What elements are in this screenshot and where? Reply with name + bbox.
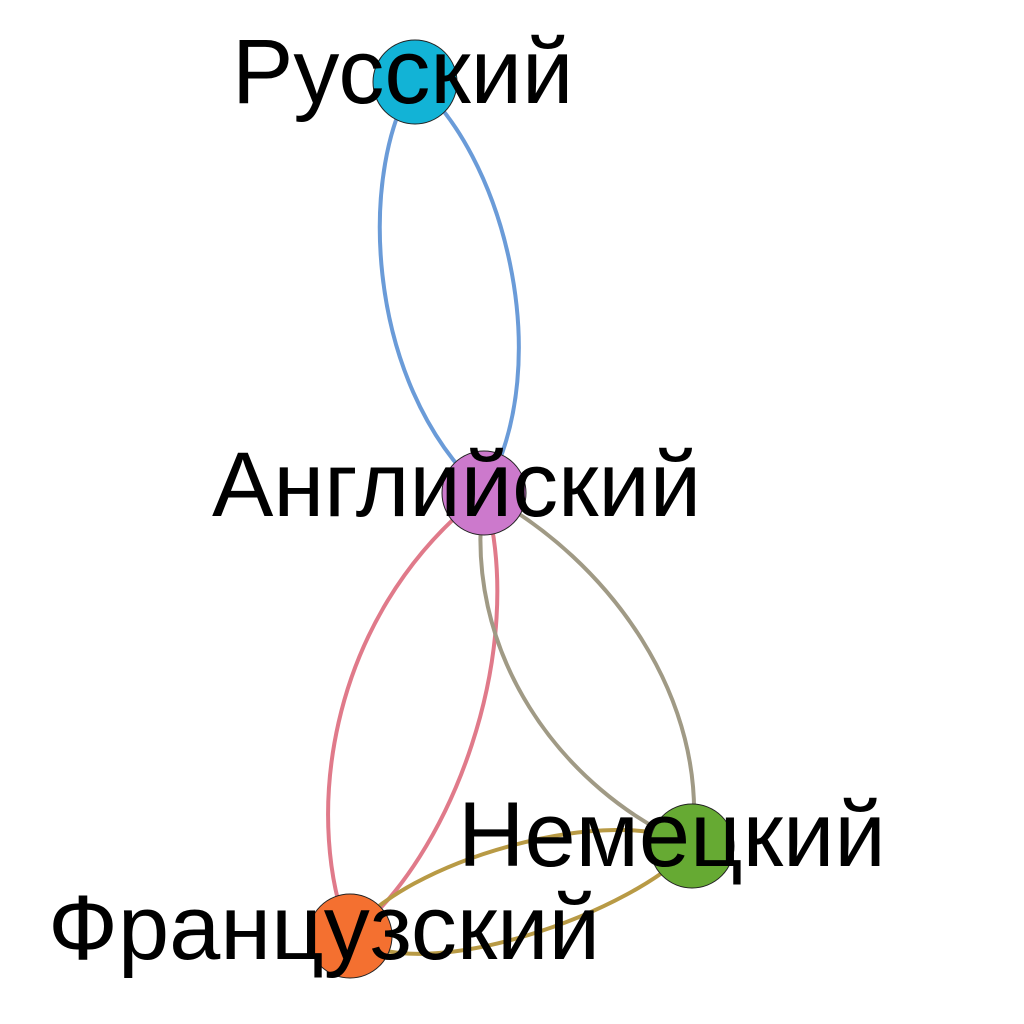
edge-ru-to-en [413, 80, 521, 494]
node-fr-circle [307, 893, 393, 979]
node-en: Английский [212, 434, 701, 536]
edge-en-to-de [483, 491, 697, 847]
edge-fr-to-en [326, 491, 486, 937]
node-ru: Русский [232, 21, 573, 125]
edge-de-to-en [478, 492, 693, 848]
edge-en-to-ru [377, 80, 486, 495]
node-fr-label: Французский [48, 877, 600, 979]
node-de-label: Немецкий [458, 784, 886, 886]
node-ru-circle [372, 39, 458, 125]
node-ru-label: Русский [232, 21, 573, 123]
node-en-circle [441, 450, 527, 536]
node-de: Немецкий [458, 784, 886, 889]
node-de-circle [649, 803, 735, 889]
node-fr: Французский [48, 877, 600, 979]
node-en-label: Английский [212, 434, 701, 536]
